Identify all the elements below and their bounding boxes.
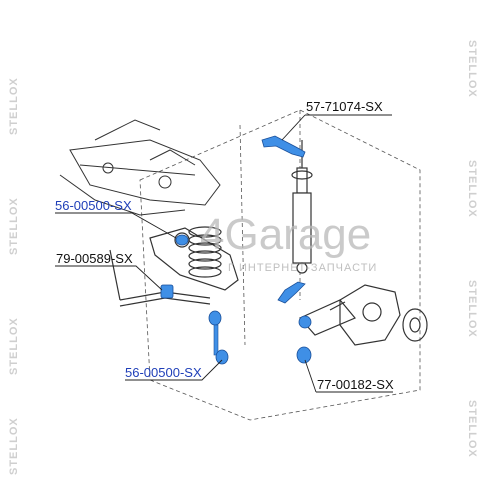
coil-spring xyxy=(188,226,222,278)
brand-watermark: 4Garage xyxy=(200,210,372,259)
lower-rear-arm xyxy=(299,299,356,336)
subframe xyxy=(59,119,221,216)
leader-lines xyxy=(55,114,393,393)
part-label-rear-arm-bushing[interactable]: 77-00182-SX xyxy=(317,377,394,392)
watermark-text: STELLOX xyxy=(466,400,478,458)
watermark-text: STELLOX xyxy=(466,40,478,98)
watermark-text: STELLOX xyxy=(8,417,20,475)
watermark-text: STELLOX xyxy=(466,280,478,338)
rear-arm-bushings-highlight[interactable] xyxy=(296,315,312,364)
watermark-text: STELLOX xyxy=(466,160,478,218)
stabilizer-link-highlight[interactable] xyxy=(208,310,229,365)
lateral-arm-highlight[interactable] xyxy=(277,281,306,304)
bushing-upper-highlight[interactable] xyxy=(175,234,189,246)
brand-subtitle-watermark: Г ИНТЕРНЕТ-ЗАПЧАСТИ xyxy=(228,262,378,274)
watermark-text: STELLOX xyxy=(8,317,20,375)
upper-arm-highlight[interactable] xyxy=(261,135,306,158)
watermark-text: STELLOX xyxy=(8,77,20,135)
knuckle-hub xyxy=(329,284,428,346)
shock-absorber xyxy=(291,140,313,274)
part-label-bushing-upper[interactable]: 56-00500-SX xyxy=(55,198,132,213)
part-label-stabilizer-link[interactable]: 56-00500-SX xyxy=(125,365,202,380)
part-label-stabilizer-bushing[interactable]: 79-00589-SX xyxy=(56,251,133,266)
watermark-text: STELLOX xyxy=(8,197,20,255)
stabilizer-bushing-highlight[interactable] xyxy=(160,284,174,299)
part-label-upper-arm[interactable]: 57-71074-SX xyxy=(306,99,383,114)
